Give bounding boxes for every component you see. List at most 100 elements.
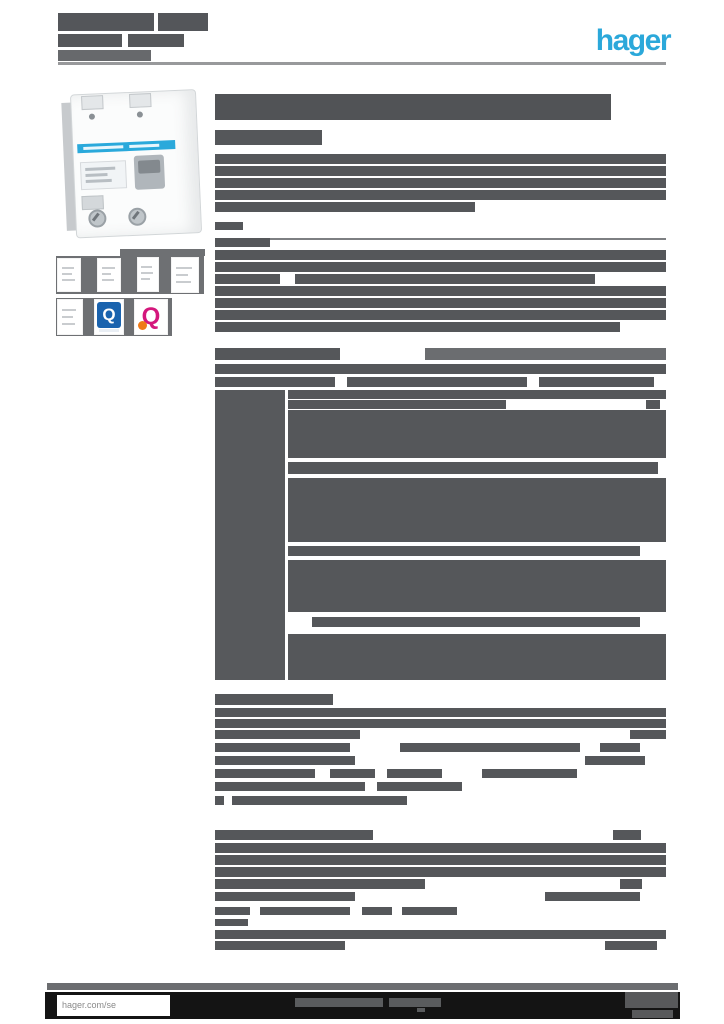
redacted-text-row [288, 410, 666, 458]
redacted-text-bar [215, 694, 333, 705]
redacted-text-bar [215, 286, 666, 296]
redacted-text-bar [232, 796, 407, 805]
redacted-text-bar [215, 730, 360, 739]
pink-q-mark-icon: Q [135, 300, 167, 334]
footer-website-link[interactable]: hager.com/se [57, 995, 170, 1016]
redacted-text-row [215, 941, 666, 950]
redacted-text-row [215, 730, 666, 739]
redacted-text-bar [585, 756, 645, 765]
certification-row-2: Q Q [56, 298, 172, 336]
redacted-text-bar [620, 879, 642, 889]
notes-section [215, 694, 666, 805]
redacted-text-bar [120, 249, 205, 256]
redacted-text-row [215, 708, 666, 717]
cert-mark-3-icon [138, 258, 158, 291]
redacted-text-row [215, 322, 666, 332]
redacted-text-row [215, 238, 666, 247]
redacted-text-row [215, 310, 666, 320]
redacted-text-row [215, 202, 666, 212]
redacted-text-bar [288, 410, 666, 458]
product-photo [58, 88, 203, 239]
redacted-text-row [120, 249, 205, 256]
redacted-text-row [288, 462, 666, 474]
certification-row-1 [56, 256, 204, 294]
terminal-cap [81, 95, 104, 111]
cert-mark-4-icon [172, 258, 198, 292]
redacted-text-row [288, 478, 666, 542]
description-block [215, 238, 666, 332]
redacted-text-row [58, 34, 208, 47]
redacted-text-bar [158, 13, 208, 31]
redacted-text-bar [425, 348, 666, 360]
redacted-text-bar [58, 34, 122, 47]
redacted-text-bar [215, 298, 666, 308]
redacted-text-bar [215, 769, 315, 778]
redacted-text-bar [215, 202, 475, 212]
redacted-text-bar [630, 730, 666, 739]
redacted-text-bar [215, 756, 355, 765]
redacted-text-row [215, 178, 666, 188]
redacted-text-bar [215, 743, 350, 752]
redacted-text-bar [613, 830, 641, 840]
redacted-text-row [215, 250, 666, 260]
redacted-text-row [58, 13, 208, 31]
redacted-text-row [215, 694, 666, 705]
redacted-text-row [215, 222, 666, 230]
redacted-text-row [215, 286, 666, 296]
redacted-text-row [215, 377, 666, 387]
redacted-text-bar [539, 377, 654, 387]
redacted-text-row [215, 262, 666, 272]
redacted-text-bar [215, 930, 666, 939]
redacted-text-bar [215, 941, 345, 950]
redacted-text-row [215, 364, 666, 374]
terminal-cap [128, 93, 152, 108]
redacted-text-bar [288, 462, 658, 474]
redacted-text-bar [215, 348, 340, 360]
redacted-text-bar [215, 238, 270, 247]
redacted-text-row [215, 274, 666, 284]
redacted-text-row [215, 782, 666, 791]
blue-q-mark-icon: Q [95, 300, 123, 334]
redacted-text-bar [215, 377, 335, 387]
redacted-text-bar [215, 919, 248, 926]
additional-info-section [215, 830, 666, 950]
redacted-text-row [288, 390, 666, 399]
photo-caption [120, 249, 205, 256]
redacted-text-bar [387, 769, 442, 778]
page-title-and-intro [215, 94, 666, 240]
redacted-text-bar [215, 855, 666, 865]
redacted-text-bar [417, 1008, 425, 1012]
footer-page-badge-sub [632, 1010, 673, 1018]
redacted-text-bar [215, 830, 373, 840]
redacted-text-bar [215, 390, 285, 680]
redacted-text-bar [605, 941, 657, 950]
switch-toggle [133, 154, 166, 190]
cert-mark-1-icon [58, 259, 80, 291]
footer-document-info [295, 998, 441, 1012]
redacted-text-bar [58, 50, 151, 61]
redacted-text-bar [215, 782, 365, 791]
redacted-text-bar [215, 708, 666, 717]
redacted-text-bar [215, 222, 243, 230]
redacted-text-row [215, 756, 666, 765]
redacted-text-row [215, 390, 285, 680]
redacted-text-row [288, 617, 666, 627]
redacted-text-bar [215, 364, 666, 374]
redacted-text-bar [288, 390, 666, 399]
redacted-text-row [215, 830, 666, 840]
redacted-text-bar [545, 892, 640, 901]
redacted-text-bar [215, 310, 666, 320]
redacted-text-row [215, 907, 666, 915]
redacted-text-row [215, 238, 666, 240]
redacted-text-bar [646, 400, 660, 409]
redacted-text-bar [128, 34, 184, 47]
redacted-text-row [295, 998, 441, 1007]
redacted-text-bar [215, 907, 250, 915]
redacted-text-bar [288, 400, 506, 409]
table-label-column [215, 390, 285, 680]
redacted-text-bar [389, 998, 441, 1007]
redacted-text-bar [215, 130, 322, 145]
redacted-text-bar [482, 769, 577, 778]
header-product-reference [58, 13, 208, 61]
